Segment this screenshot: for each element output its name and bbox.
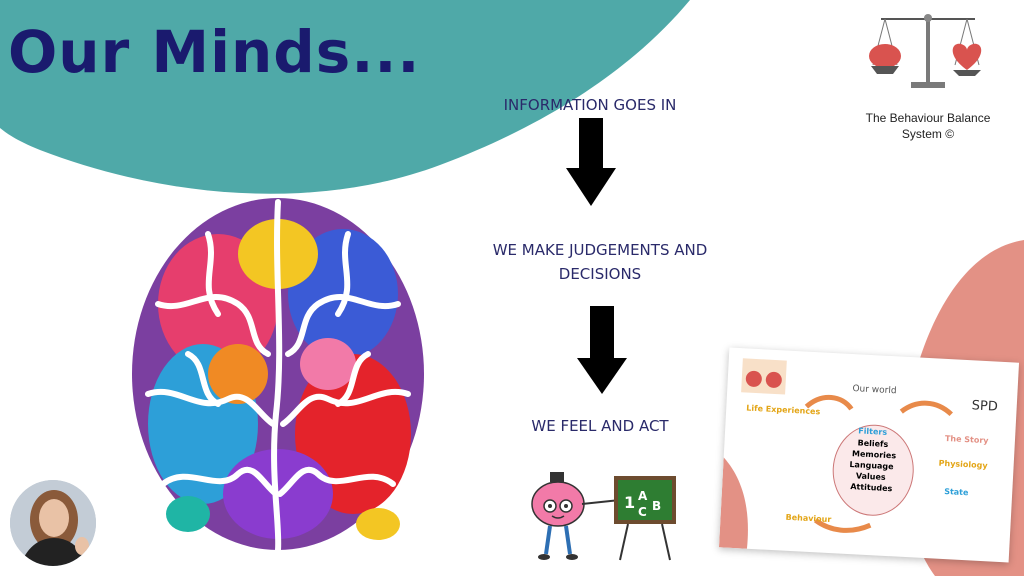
- scales-brain-heart-icon: [869, 14, 982, 88]
- presenter-avatar: [10, 480, 96, 566]
- teal-blob: [0, 0, 690, 194]
- flow-step-judgements-line1: WE MAKE JUDGEMENTS AND: [492, 241, 708, 259]
- diagram-brand: SPD: [971, 398, 999, 415]
- diagram-beliefs: Beliefs: [857, 438, 889, 449]
- diagram-graphics: [718, 358, 953, 549]
- diagram-values: Values: [855, 471, 886, 482]
- colorful-brain-illustration: [132, 198, 424, 553]
- flow-step-information: INFORMATION GOES IN: [503, 96, 677, 114]
- spd-diagram-card: Our world SPD Life Experiences Filters B…: [718, 347, 1020, 563]
- down-arrow-icon: [566, 118, 616, 206]
- flow-step-judgements-line2: DECISIONS: [558, 265, 642, 283]
- logo-text-line1: The Behaviour Balance: [865, 111, 991, 125]
- svg-text:C: C: [638, 505, 647, 519]
- svg-text:1: 1: [624, 493, 635, 512]
- logo-text-line2: System ©: [901, 127, 955, 141]
- diagram-filters: Filters: [858, 426, 888, 437]
- flow-step-feel-act: WE FEEL AND ACT: [531, 417, 669, 435]
- diagram-state: State: [943, 486, 969, 498]
- brain-teacher-mascot: 1 A C B: [531, 472, 676, 561]
- behaviour-balance-logo: The Behaviour Balance System ©: [848, 10, 1008, 142]
- presenter-webcam: [10, 480, 96, 566]
- svg-text:B: B: [652, 499, 661, 513]
- svg-text:A: A: [638, 489, 648, 503]
- flow-step-judgements: WE MAKE JUDGEMENTS AND DECISIONS: [455, 238, 745, 286]
- down-arrow-icon: [577, 306, 627, 394]
- slide-title: Our Minds...: [8, 18, 421, 86]
